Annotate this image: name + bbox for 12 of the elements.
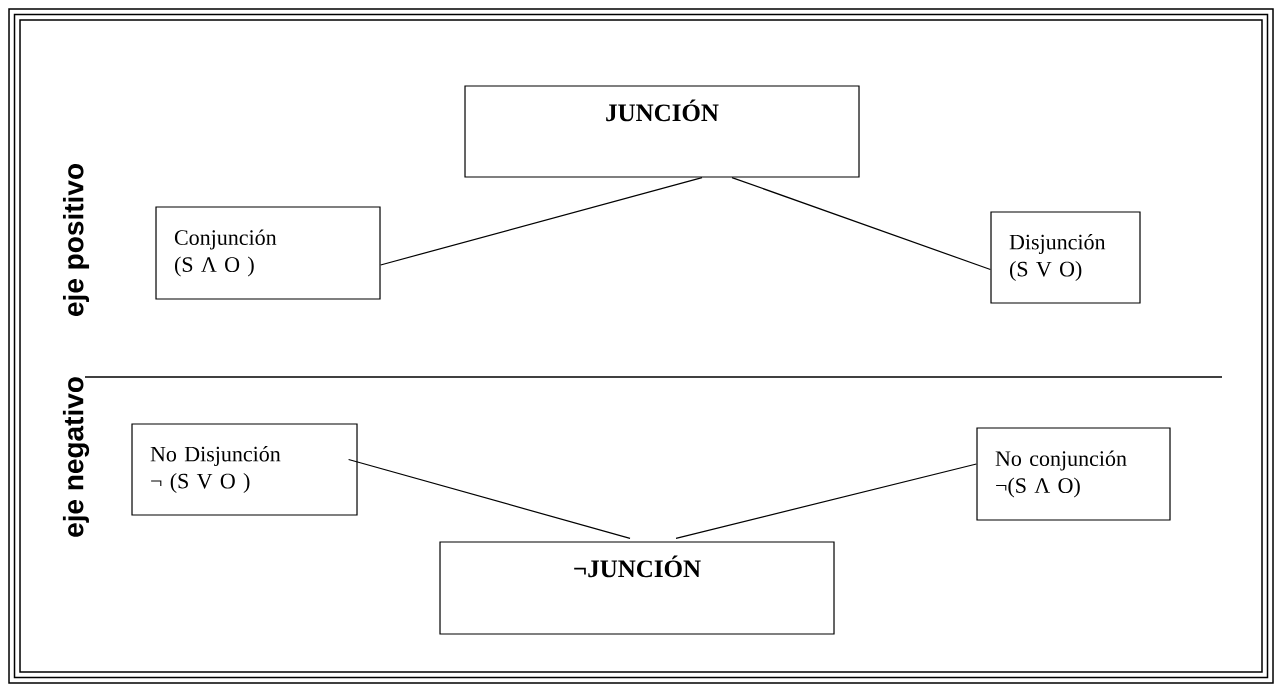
title-box: ¬JUNCIÓN (439, 541, 835, 635)
connector-line (675, 463, 977, 539)
concept-box: No conjunción ¬(S Λ O) (976, 427, 1171, 521)
concept-box: Conjunción (S Λ O ) (155, 206, 381, 300)
connector-line (380, 177, 703, 266)
connector-line (731, 177, 991, 271)
title-box: JUNCIÓN (464, 85, 860, 178)
concept-box: Disjunción (S V O) (990, 211, 1141, 304)
axis-label: eje negativo (62, 377, 90, 537)
connector-line (348, 458, 631, 539)
concept-box: No Disjunción ¬ (S V O ) (131, 423, 358, 516)
axis-label: eje positivo (62, 164, 90, 316)
